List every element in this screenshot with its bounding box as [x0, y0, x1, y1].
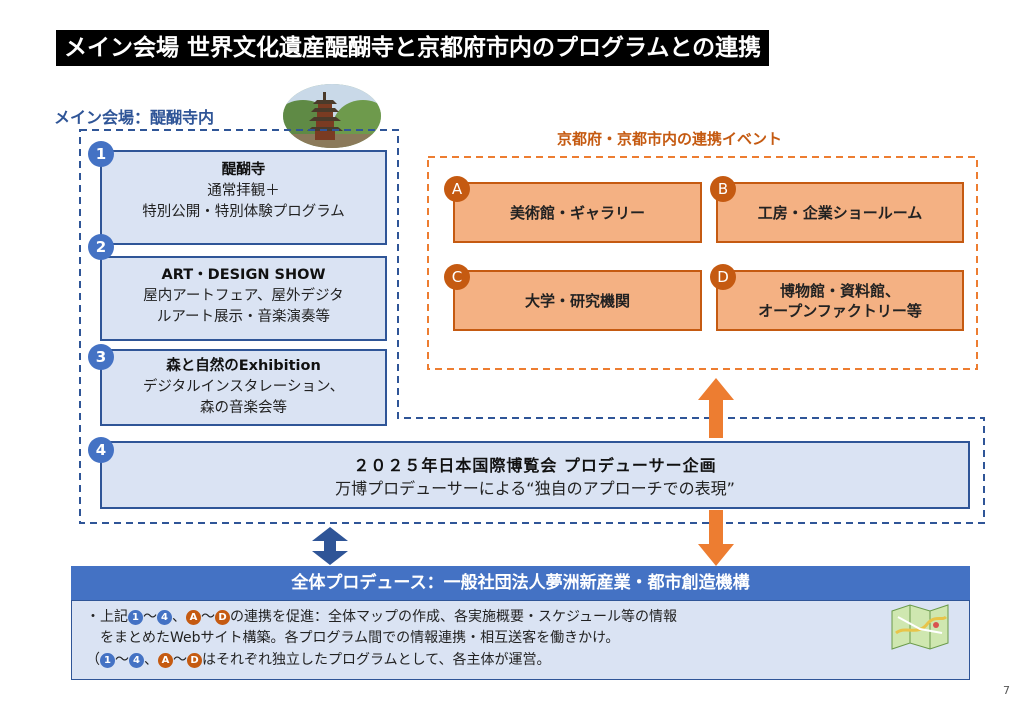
- program-box-1: 醍醐寺 通常拝観＋ 特別公開・特別体験プログラム: [100, 150, 387, 245]
- program-title: 森と自然のExhibition: [166, 358, 321, 374]
- program-box-2: ART・DESIGN SHOW 屋内アートフェア、屋外デジタ ルアート展示・音楽…: [100, 256, 387, 341]
- program-line: 森の音楽会等: [200, 400, 287, 416]
- event-box-c: 大学・研究機関: [453, 270, 702, 331]
- circle-letter-d: D: [215, 610, 230, 625]
- number-badge-2: 2: [88, 234, 114, 260]
- main-venue-label: メイン会場：醍醐寺内: [54, 108, 215, 127]
- letter-badge-a: A: [444, 176, 470, 202]
- circle-number-1: 1: [100, 653, 115, 668]
- double-arrow-icon: [312, 527, 348, 565]
- number-badge-3: 3: [88, 344, 114, 370]
- line-text: の連携を促進：全体マップの作成、各実施概要・スケジュール等の情報: [230, 609, 678, 625]
- letter-badge-d: D: [710, 264, 736, 290]
- event-box-d: 博物館・資料館、 オープンファクトリー等: [716, 270, 964, 331]
- circle-number-4: 4: [129, 653, 144, 668]
- program-line: デジタルインスタレーション、: [142, 379, 345, 395]
- program-line: 特別公開・特別体験プログラム: [142, 204, 345, 220]
- double-arrow-icon: [698, 378, 734, 438]
- program-title: 醍醐寺: [221, 162, 266, 178]
- paren: （: [86, 652, 100, 668]
- event-box-a: 美術館・ギャラリー: [453, 182, 702, 243]
- program-title: ART・DESIGN SHOW: [161, 267, 326, 283]
- event-label: 大学・研究機関: [524, 291, 630, 310]
- program-line: ルアート展示・音楽演奏等: [156, 309, 331, 325]
- event-box-b: 工房・企業ショールーム: [716, 182, 964, 243]
- tilde: ～: [201, 609, 215, 625]
- program-box-4: ２０２５年日本国際博覧会 プロデューサー企画 万博プロデューサーによる“独自のア…: [100, 441, 970, 509]
- number-badge-1: 1: [88, 141, 114, 167]
- letter-badge-b: B: [710, 176, 736, 202]
- double-arrow-icon: [698, 510, 734, 566]
- tilde: ～: [173, 652, 187, 668]
- circle-letter-d: D: [187, 653, 202, 668]
- event-label: 美術館・ギャラリー: [509, 203, 645, 222]
- program-title: ２０２５年日本国際博覧会 プロデューサー企画: [353, 456, 717, 475]
- slide-title: メイン会場 世界文化遺産醍醐寺と京都府市内のプログラムとの連携: [56, 30, 770, 66]
- comma: 、: [172, 609, 186, 625]
- tilde: ～: [143, 609, 157, 625]
- event-label: 工房・企業ショールーム: [757, 203, 923, 222]
- program-line: 万博プロデューサーによる“独自のアプローチでの表現”: [335, 479, 735, 498]
- comma: 、: [144, 652, 158, 668]
- collab-label: 京都府・京都市内の連携イベント: [557, 130, 783, 148]
- page-number: 7: [1003, 684, 1010, 697]
- event-label: 博物館・資料館、: [779, 281, 900, 300]
- map-icon: [891, 604, 949, 650]
- program-line: 屋内アートフェア、屋外デジタ: [143, 288, 344, 304]
- line-text: はそれぞれ独立したプログラムとして、各主体が運営。: [202, 652, 551, 668]
- bullet-prefix: ・上記: [86, 609, 128, 625]
- circle-number-1: 1: [128, 610, 143, 625]
- event-label: オープンファクトリー等: [758, 301, 922, 320]
- program-box-3: 森と自然のExhibition デジタルインスタレーション、 森の音楽会等: [100, 349, 387, 426]
- producer-line-2: をまとめたWebサイト構築。各プログラム間での情報連携・相互送客を働きかけ。: [100, 630, 620, 646]
- circle-letter-a: A: [186, 610, 201, 625]
- program-line: 通常拝観＋: [207, 183, 280, 199]
- tilde: ～: [115, 652, 129, 668]
- circle-number-4: 4: [157, 610, 172, 625]
- letter-badge-c: C: [444, 264, 470, 290]
- circle-letter-a: A: [158, 653, 173, 668]
- number-badge-4: 4: [88, 437, 114, 463]
- producer-title-bar: 全体プロデュース：一般社団法人夢洲新産業・都市創造機構: [71, 566, 970, 600]
